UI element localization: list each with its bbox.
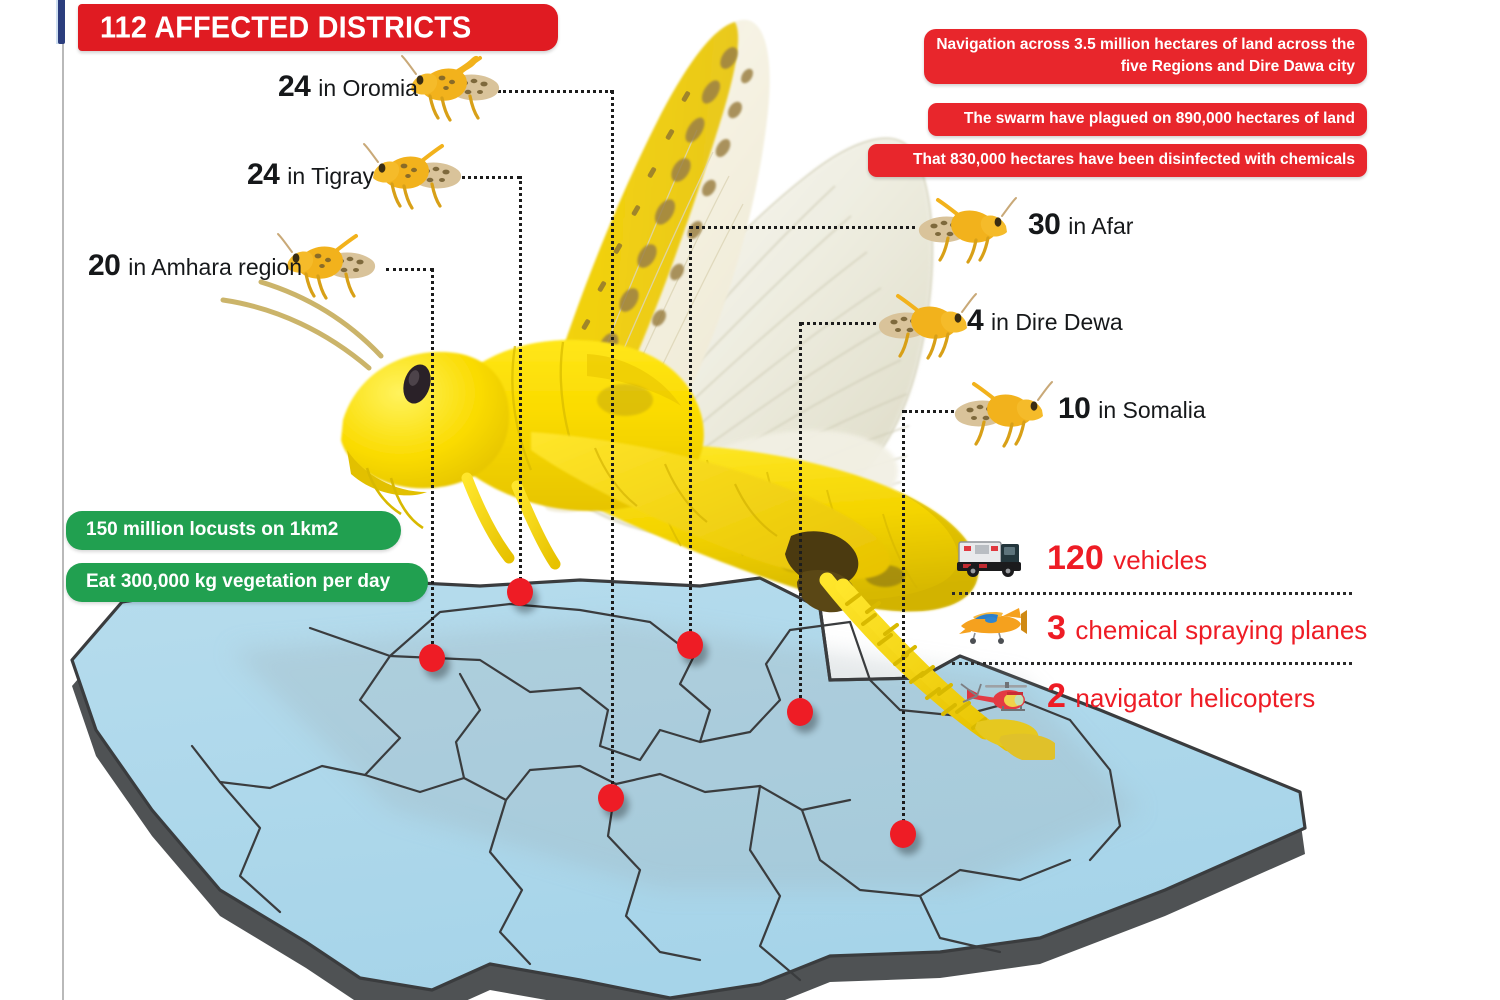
fact-navigation: Navigation across 3.5 million hectares o… bbox=[924, 29, 1367, 84]
map-marker-amhara[interactable] bbox=[419, 644, 445, 672]
resource-label-planes: 3 chemical spraying planes bbox=[1047, 611, 1367, 645]
truck-icon bbox=[955, 534, 1033, 583]
resource-separator-1 bbox=[952, 592, 1352, 595]
leader-amhara-v bbox=[431, 268, 434, 658]
locust-icon-tigray bbox=[360, 138, 468, 212]
leader-afar-h bbox=[690, 226, 915, 229]
leader-oromia-h bbox=[498, 90, 613, 93]
district-count-oromia: 24 bbox=[278, 70, 319, 103]
leader-tigray-h bbox=[455, 176, 520, 179]
leader-somalia-h bbox=[904, 410, 954, 413]
page-edge-highlight bbox=[56, 0, 59, 44]
district-label-tigray: 24 in Tigray bbox=[247, 160, 374, 190]
resource-count-planes: 3 bbox=[1047, 609, 1076, 647]
district-label-afar: 30 in Afar bbox=[1028, 210, 1133, 240]
ethiopia-map bbox=[70, 576, 1307, 1000]
locust-icon-dire-dewa bbox=[872, 288, 980, 362]
district-label-dire-dewa: 4 in Dire Dewa bbox=[967, 306, 1123, 336]
resource-count-vehicles: 120 bbox=[1047, 539, 1114, 577]
leader-amhara-h bbox=[386, 268, 433, 271]
district-region-tigray: in Tigray bbox=[287, 163, 375, 189]
locust-icon-oromia bbox=[398, 50, 506, 124]
page-edge-rule bbox=[62, 0, 64, 1000]
district-region-afar: in Afar bbox=[1068, 213, 1134, 239]
district-region-somalia: in Somalia bbox=[1098, 397, 1206, 423]
airplane-icon bbox=[955, 604, 1033, 653]
map-marker-oromia[interactable] bbox=[677, 631, 703, 659]
page-title-text: 112 AFFECTED DISTRICTS bbox=[100, 8, 472, 44]
district-region-dire-dewa: in Dire Dewa bbox=[991, 309, 1123, 335]
helicopter-icon bbox=[955, 672, 1033, 721]
district-label-oromia: 24 in Oromia bbox=[278, 72, 418, 102]
leader-oromia-v bbox=[611, 90, 614, 798]
resource-count-helicopters: 2 bbox=[1047, 677, 1076, 715]
district-count-afar: 30 bbox=[1028, 208, 1069, 241]
resource-label-helicopters: 2 navigator helicopters bbox=[1047, 679, 1315, 713]
map-marker-tigray[interactable] bbox=[507, 578, 533, 606]
resource-row-helicopters: 2 navigator helicopters bbox=[955, 668, 1315, 724]
resource-row-vehicles: 120 vehicles bbox=[955, 530, 1207, 586]
map-marker-afar[interactable] bbox=[787, 698, 813, 726]
page-edge-tab bbox=[58, 0, 65, 44]
district-region-oromia: in Oromia bbox=[318, 75, 418, 101]
fact-locust-density: 150 million locusts on 1km2 bbox=[66, 511, 401, 550]
resource-label-vehicles: 120 vehicles bbox=[1047, 541, 1207, 575]
district-count-dire-dewa: 4 bbox=[967, 304, 992, 337]
fact-locust-consumption: Eat 300,000 kg vegetation per day bbox=[66, 563, 428, 602]
district-label-somalia: 10 in Somalia bbox=[1058, 394, 1206, 424]
locust-illustration bbox=[220, 19, 1055, 760]
leader-diredewa-h bbox=[801, 322, 876, 325]
district-count-tigray: 24 bbox=[247, 158, 288, 191]
leader-somalia-v bbox=[902, 410, 905, 834]
resource-text-helicopters: navigator helicopters bbox=[1075, 683, 1316, 713]
district-region-amhara: in Amhara region bbox=[128, 254, 303, 280]
locust-icon-somalia bbox=[948, 376, 1056, 450]
locust-icon-amhara bbox=[274, 228, 382, 302]
locust-icon-afar bbox=[912, 192, 1020, 266]
leader-tigray-v bbox=[519, 176, 522, 592]
resource-row-planes: 3 chemical spraying planes bbox=[955, 600, 1367, 656]
resource-separator-2 bbox=[952, 662, 1352, 665]
leader-afar-v bbox=[689, 226, 692, 645]
fact-disinfected: That 830,000 hectares have been disinfec… bbox=[868, 144, 1367, 177]
resource-text-planes: chemical spraying planes bbox=[1075, 615, 1368, 645]
page-title: 112 AFFECTED DISTRICTS bbox=[78, 4, 558, 51]
map-marker-somalia[interactable] bbox=[890, 820, 916, 848]
leader-diredewa-v bbox=[799, 322, 802, 712]
fact-plagued: The swarm have plagued on 890,000 hectar… bbox=[928, 103, 1367, 136]
resource-text-vehicles: vehicles bbox=[1113, 545, 1208, 575]
district-label-amhara: 20 in Amhara region bbox=[88, 251, 302, 281]
district-count-somalia: 10 bbox=[1058, 392, 1099, 425]
map-marker-dire-dewa[interactable] bbox=[598, 784, 624, 812]
district-count-amhara: 20 bbox=[88, 249, 129, 282]
